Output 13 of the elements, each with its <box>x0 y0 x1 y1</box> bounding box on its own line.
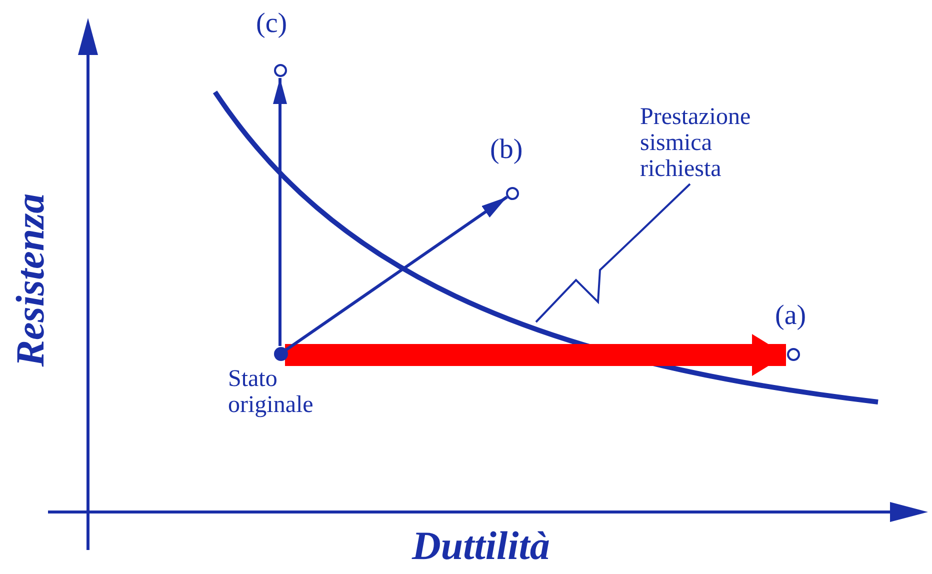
callout-text: Prestazione sismica richiesta <box>640 104 752 182</box>
point-label: (c) <box>256 8 288 40</box>
arrow <box>273 78 287 346</box>
point-marker <box>274 64 287 77</box>
point-marker <box>787 348 800 361</box>
axis-title: Duttilità <box>412 522 550 569</box>
axis-title: Resistenza <box>6 193 54 367</box>
point-marker <box>506 187 519 200</box>
state-label: Stato originale <box>228 366 314 418</box>
leader-line <box>535 183 691 323</box>
point-label: (a) <box>775 300 806 332</box>
arrow <box>285 334 786 376</box>
point-label: (b) <box>490 134 523 166</box>
